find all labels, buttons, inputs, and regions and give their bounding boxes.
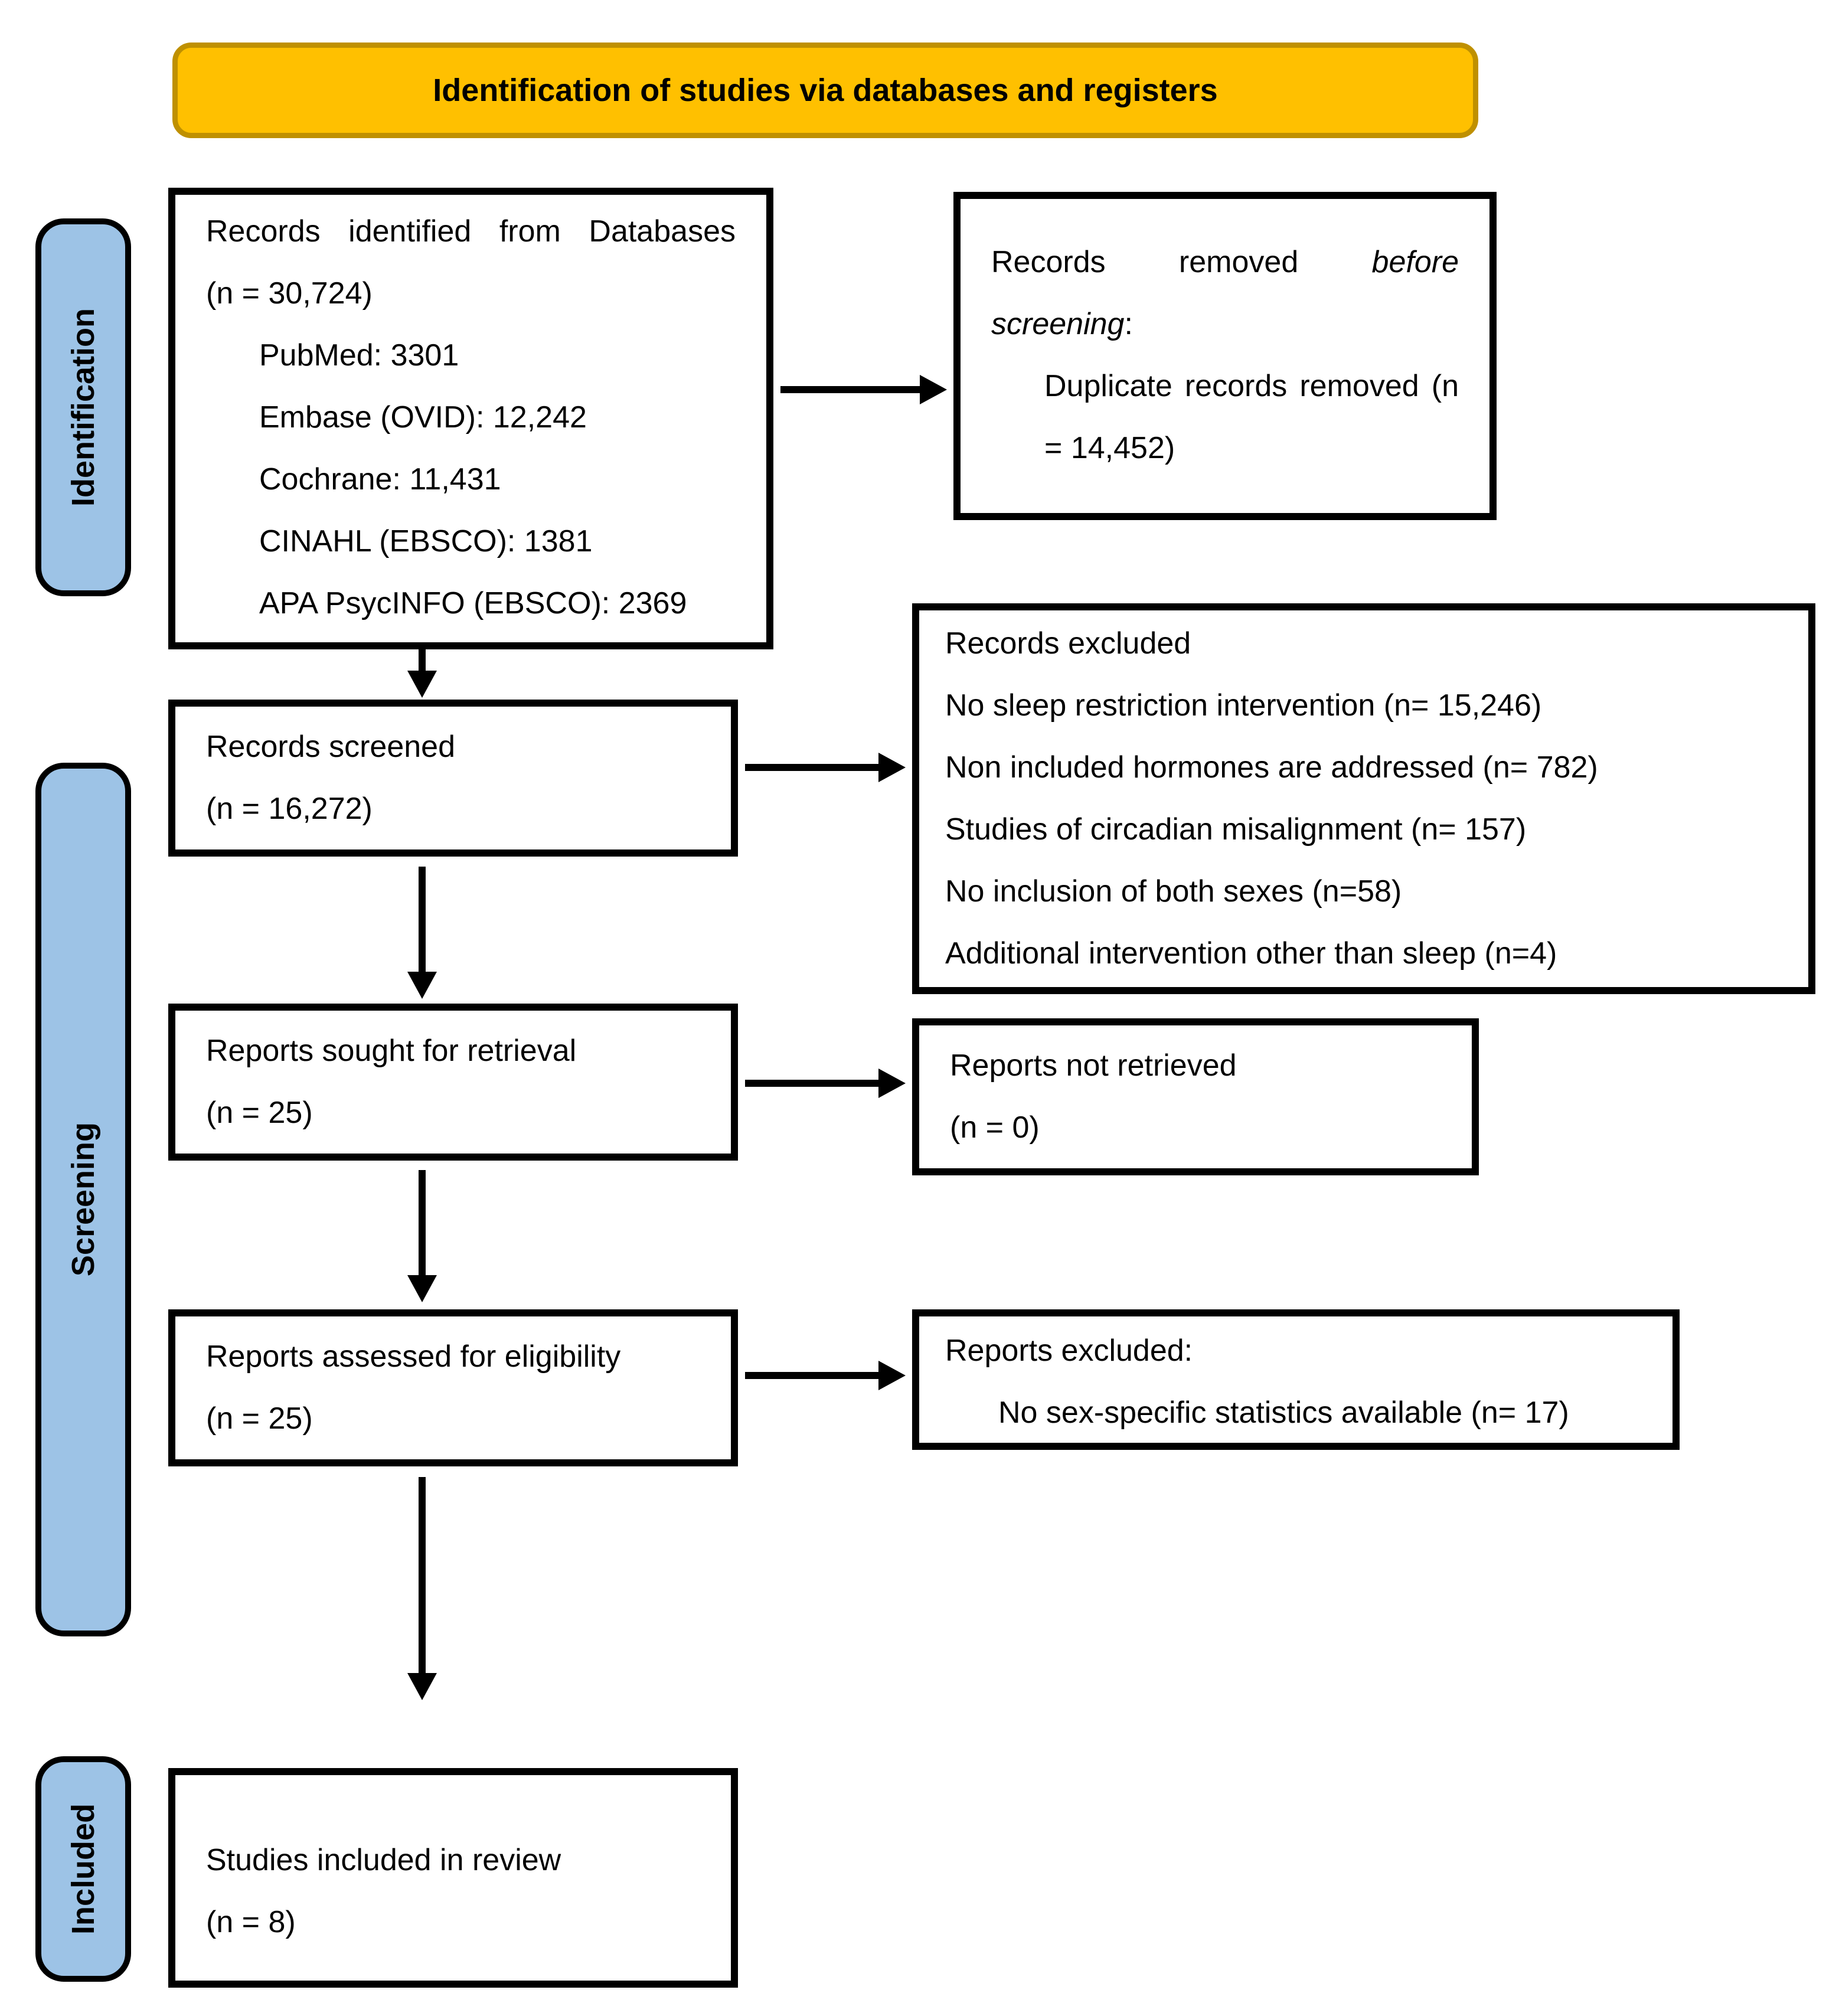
box-studies-included: Studies included in review (n = 8) bbox=[168, 1768, 738, 1988]
phase-label-screening-text: Screening bbox=[66, 1122, 101, 1277]
excluded-reason-additional-intervention: Additional intervention other than sleep… bbox=[945, 936, 1557, 971]
reports-assessed-title: Reports assessed for eligibility bbox=[206, 1339, 621, 1374]
phase-label-included-text: Included bbox=[66, 1803, 101, 1935]
records-screened-count: (n = 16,272) bbox=[206, 792, 373, 826]
box-records-excluded: Records excluded No sleep restriction in… bbox=[912, 603, 1815, 994]
arrow-assessed-to-reports-excluded-shaft bbox=[745, 1372, 878, 1379]
reports-assessed-count: (n = 25) bbox=[206, 1401, 313, 1436]
records-removed-title: Records removed before screening: bbox=[991, 231, 1459, 355]
source-cochrane: Cochrane: 11,431 bbox=[259, 462, 501, 496]
records-excluded-title: Records excluded bbox=[945, 626, 1191, 661]
arrow-screened-to-excluded-shaft bbox=[745, 764, 878, 771]
source-embase: Embase (OVID): 12,242 bbox=[259, 400, 587, 434]
box-reports-assessed: Reports assessed for eligibility (n = 25… bbox=[168, 1309, 738, 1466]
excluded-reason-both-sexes: No inclusion of both sexes (n=58) bbox=[945, 874, 1402, 909]
phase-label-identification: Identification bbox=[35, 218, 131, 596]
arrow-screened-to-sought-shaft bbox=[419, 867, 426, 974]
arrow-sought-to-assessed-shaft bbox=[419, 1170, 426, 1277]
box-reports-not-retrieved: Reports not retrieved (n = 0) bbox=[912, 1018, 1479, 1175]
records-removed-italic: before screening bbox=[991, 245, 1459, 341]
records-removed-detail: Duplicate records removed (n = 14,452) bbox=[991, 355, 1459, 479]
arrow-identified-to-removed-head bbox=[920, 375, 947, 404]
excluded-reason-hormones: Non included hormones are addressed (n= … bbox=[945, 750, 1598, 785]
phase-label-screening: Screening bbox=[35, 763, 131, 1636]
records-removed-prefix: Records removed bbox=[991, 245, 1372, 279]
records-identified-title: Records identified from Databases bbox=[206, 214, 736, 249]
reports-sought-title: Reports sought for retrieval bbox=[206, 1034, 577, 1068]
box-records-identified: Records identified from Databases (n = 3… bbox=[168, 188, 773, 649]
arrow-assessed-to-included-head bbox=[407, 1673, 437, 1700]
arrow-sought-to-not-retrieved-head bbox=[878, 1069, 906, 1098]
source-cinahl: CINAHL (EBSCO): 1381 bbox=[259, 524, 593, 558]
source-apa-psycinfo: APA PsycINFO (EBSCO): 2369 bbox=[259, 586, 687, 620]
banner-identification-of-studies: Identification of studies via databases … bbox=[172, 43, 1478, 138]
arrow-identified-to-removed-shaft bbox=[780, 386, 920, 393]
arrow-identified-to-screened-shaft bbox=[419, 649, 426, 673]
records-screened-title: Records screened bbox=[206, 730, 455, 764]
studies-included-count: (n = 8) bbox=[206, 1905, 296, 1939]
box-records-screened: Records screened (n = 16,272) bbox=[168, 700, 738, 857]
studies-included-title: Studies included in review bbox=[206, 1843, 561, 1877]
banner-title: Identification of studies via databases … bbox=[433, 73, 1218, 108]
reports-sought-count: (n = 25) bbox=[206, 1096, 313, 1130]
reports-not-retrieved-count: (n = 0) bbox=[950, 1110, 1040, 1145]
arrow-screened-to-sought-head bbox=[407, 972, 437, 999]
phase-label-included: Included bbox=[35, 1756, 131, 1982]
reports-excluded-title: Reports excluded: bbox=[945, 1334, 1193, 1368]
reports-not-retrieved-title: Reports not retrieved bbox=[950, 1048, 1237, 1083]
phase-label-identification-text: Identification bbox=[66, 308, 101, 507]
arrow-assessed-to-included-shaft bbox=[419, 1477, 426, 1675]
excluded-reason-no-sleep-restriction: No sleep restriction intervention (n= 15… bbox=[945, 688, 1542, 723]
duplicate-records-count: (n = 14,452) bbox=[1044, 369, 1459, 465]
reports-excluded-reason: No sex-specific statistics available (n=… bbox=[998, 1396, 1569, 1430]
duplicate-records-text: Duplicate records removed bbox=[1044, 369, 1419, 403]
arrow-sought-to-not-retrieved-shaft bbox=[745, 1080, 878, 1087]
arrow-assessed-to-reports-excluded-head bbox=[878, 1361, 906, 1390]
excluded-reason-circadian: Studies of circadian misalignment (n= 15… bbox=[945, 812, 1527, 847]
arrow-sought-to-assessed-head bbox=[407, 1275, 437, 1302]
box-records-removed: Records removed before screening: Duplic… bbox=[953, 192, 1497, 520]
source-pubmed: PubMed: 3301 bbox=[259, 338, 459, 373]
box-reports-sought: Reports sought for retrieval (n = 25) bbox=[168, 1004, 738, 1161]
records-identified-count: (n = 30,724) bbox=[206, 276, 373, 311]
box-reports-excluded: Reports excluded: No sex-specific statis… bbox=[912, 1309, 1680, 1450]
arrow-screened-to-excluded-head bbox=[878, 753, 906, 782]
arrow-identified-to-screened-head bbox=[407, 671, 437, 698]
records-removed-suffix: : bbox=[1124, 307, 1133, 341]
